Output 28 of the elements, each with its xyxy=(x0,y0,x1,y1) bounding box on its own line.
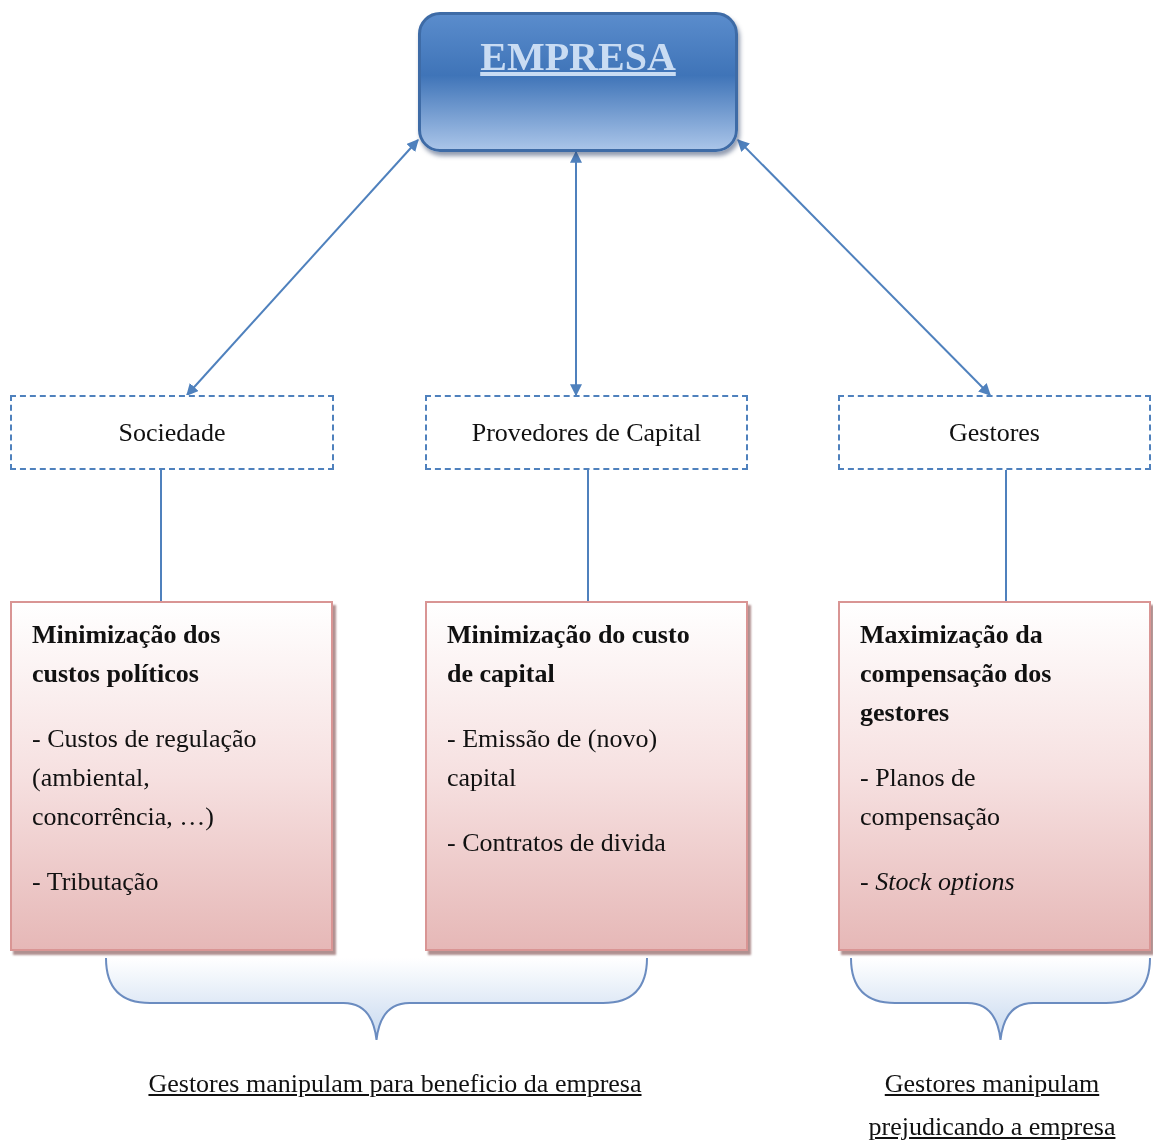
bullet-item: - Stock options xyxy=(860,866,1016,898)
bullet-item: - Tributação xyxy=(32,866,160,898)
dashed-box xyxy=(838,395,1151,470)
box-label: Provedores de Capital xyxy=(471,417,702,448)
objective-heading: Maximização da compensação dos gestores xyxy=(860,619,1053,729)
bullet-item: - Custos de regulação (ambiental, concorrência, …) xyxy=(32,723,258,833)
bullet-item: - Contratos de divida xyxy=(447,827,667,859)
double-arrow xyxy=(186,139,419,396)
objective-box xyxy=(10,601,333,951)
dashed-box xyxy=(425,395,748,470)
title-text: EMPRESA xyxy=(480,33,676,80)
caption-text: Gestores manipulam para beneficio da empresa xyxy=(147,1068,643,1100)
caption-text: Gestores manipulam prejudicando a empresa xyxy=(867,1068,1117,1142)
box-label: Sociedade xyxy=(118,417,226,448)
objective-heading: Minimização do custo de capital xyxy=(447,619,691,690)
double-arrow xyxy=(737,139,991,396)
objective-box xyxy=(425,601,748,951)
connector-line xyxy=(587,469,589,602)
box-label: Gestores xyxy=(949,417,1040,448)
bullet-item: - Emissão de (novo) capital xyxy=(447,723,659,794)
objective-box xyxy=(838,601,1151,951)
dashed-box xyxy=(10,395,334,470)
objective-heading: Minimização dos custos políticos xyxy=(32,619,222,690)
connector-line xyxy=(1005,469,1007,602)
double-arrow xyxy=(570,150,582,397)
bullet-item: - Planos de compensação xyxy=(860,762,1002,833)
rounded-box xyxy=(418,12,738,152)
connector-line xyxy=(160,469,162,602)
